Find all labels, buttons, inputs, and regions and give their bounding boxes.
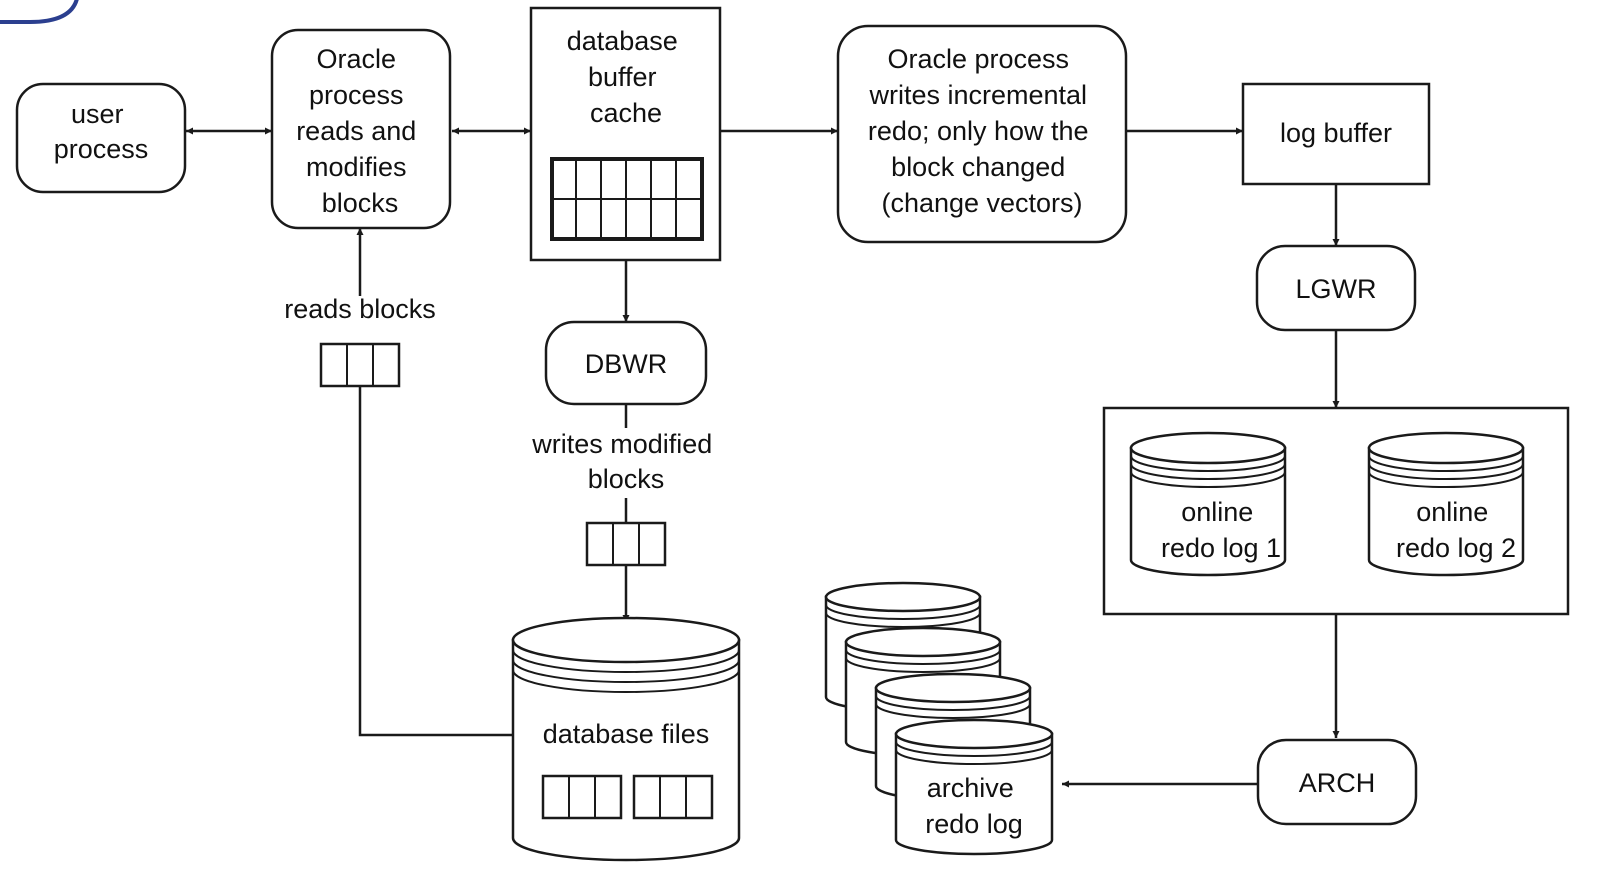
online-redo-log-1-cylinder — [1129, 431, 1287, 577]
writes-modified-blocks-label: writes modified blocks — [531, 429, 720, 494]
oracle-process-reads-box — [270, 28, 452, 230]
database-files-label: database files — [543, 719, 710, 749]
online-redo-log-2-cylinder — [1367, 431, 1525, 577]
corner-decoration — [0, 0, 79, 24]
online-redo-log-1-label: online redo log 1 — [1161, 497, 1281, 563]
oracle-process-reads-label: Oracle process reads and modifies blocks — [296, 44, 424, 218]
online-redo-log-2-label: online redo log 2 — [1396, 497, 1516, 563]
buffer-cache-label: database buffer cache — [567, 26, 686, 128]
user-process-label: user process — [54, 99, 149, 164]
connectors — [186, 127, 1340, 788]
lgwr-box — [1255, 244, 1417, 332]
oracle-process-writes-box — [836, 24, 1128, 244]
lgwr-label: LGWR — [1296, 274, 1377, 304]
dbwr-label: DBWR — [585, 349, 668, 379]
read-blocks-icon — [319, 342, 401, 388]
user-process-box — [15, 82, 187, 194]
reads-blocks-label: reads blocks — [284, 294, 436, 324]
written-blocks-icon — [585, 521, 667, 567]
writes-label-background — [520, 428, 732, 498]
edge-datafiles-to-reads — [358, 386, 513, 737]
log-buffer-box — [1241, 82, 1431, 186]
dbwr-box — [544, 320, 708, 406]
buffer-cache-grid — [550, 157, 704, 241]
oracle-process-writes-label: Oracle process writes incremental redo; … — [868, 44, 1096, 218]
archive-redo-log-label: archive redo log — [925, 773, 1023, 839]
log-buffer-label: log buffer — [1280, 118, 1392, 148]
archive-redo-log-cylinders — [824, 581, 1054, 856]
arch-label: ARCH — [1299, 768, 1376, 798]
datafile-blocks-icon — [541, 774, 714, 820]
arch-box — [1256, 738, 1418, 826]
